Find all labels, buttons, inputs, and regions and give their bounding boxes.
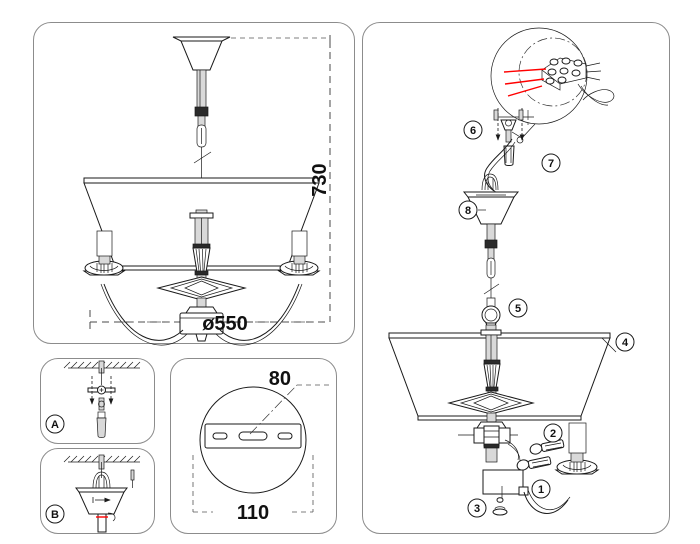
canopy-hook <box>481 173 499 191</box>
anchor-screw-group <box>493 108 534 166</box>
callout-5-label: 5 <box>515 303 521 315</box>
adjust-arrow <box>92 497 111 503</box>
callout-8-label: 8 <box>465 205 471 217</box>
ceiling-plate-drawing: 80 110 <box>192 368 330 524</box>
socket-assembly <box>458 421 518 463</box>
callout-6-label: 6 <box>470 125 476 137</box>
wire-leads <box>503 68 547 97</box>
suspension-cable <box>193 147 212 180</box>
plate-diameter-label: 110 <box>237 502 269 524</box>
wiring-detail-bubble <box>490 27 615 125</box>
small-parts-group <box>492 497 508 516</box>
detail-b-drawing: B <box>45 454 141 533</box>
exploded-assembly-drawing: 7 6 <box>388 27 635 518</box>
callout-4-label: 4 <box>622 337 629 349</box>
sphere-finial-exploded <box>481 297 501 329</box>
central-column <box>189 209 214 285</box>
screws-group <box>504 439 565 471</box>
candle-holder-exploded <box>554 422 600 475</box>
plate-dimension-frame <box>192 455 314 513</box>
detail-a-label: A <box>51 419 59 431</box>
hook-bracket <box>92 471 111 489</box>
callout-7-label: 7 <box>548 158 554 170</box>
arm-assembly <box>482 469 571 514</box>
ceiling-canopy-exploded <box>462 191 520 225</box>
screwdriver-icon <box>96 411 107 438</box>
detail-b-label: B <box>51 509 59 521</box>
diamond-ornament <box>156 276 247 308</box>
callout-2-label: 2 <box>550 428 556 440</box>
diameter-dimension-label: ø550 <box>202 313 248 335</box>
candle-holder-left <box>82 230 126 276</box>
lamp-arm-left <box>82 230 188 346</box>
candle-holder-right <box>277 230 321 276</box>
body-cap <box>179 306 224 342</box>
ceiling-canopy <box>172 36 231 109</box>
main-elevation-drawing: 730 ø550 <box>82 35 331 346</box>
detail-a-drawing: A <box>45 360 141 438</box>
lamp-arm-right <box>215 230 321 346</box>
height-dimension-label: 730 <box>309 163 331 196</box>
callout-3-label: 3 <box>474 503 480 515</box>
central-column-exploded <box>447 324 535 423</box>
callout-1-label: 1 <box>538 484 544 496</box>
small-tool-icon <box>130 469 135 488</box>
terminal-block <box>541 57 602 91</box>
chain-link <box>196 124 207 148</box>
bracket-dimension-label: 80 <box>269 368 291 390</box>
